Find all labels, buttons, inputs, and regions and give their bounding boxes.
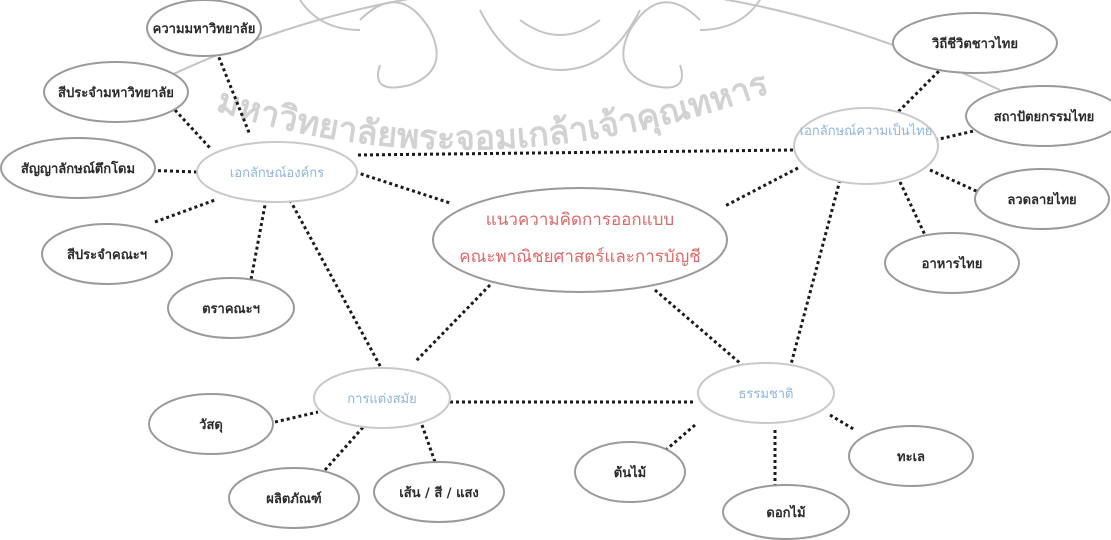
category-node-university: เอกลักษณ์องค์กร — [196, 141, 358, 203]
category-label-era: การแต่งสมัย — [347, 392, 416, 407]
svg-text:วัสดุ: วัสดุ — [199, 418, 223, 433]
svg-text:ลวดลายไทย: ลวดลายไทย — [1007, 191, 1076, 208]
svg-text:ตราคณะฯ: ตราคณะฯ — [202, 302, 260, 317]
leaf-node-material: วัสดุ — [148, 393, 274, 455]
leaf-node-product: ผลิตภัณฑ์ — [228, 467, 360, 529]
category-label-thai: เอกลักษณ์ความเป็นไทย — [800, 121, 933, 139]
center-node: แนวความคิดการออกแบบ คณะพาณิชยศาสตร์และกา… — [432, 187, 728, 293]
svg-text:เส้น / สี / แสง: เส้น / สี / แสง — [399, 485, 478, 501]
svg-text:สถาปัตยกรรมไทย: สถาปัตยกรรมไทย — [994, 108, 1095, 125]
leaf-node-flower: ดอกไม้ — [722, 484, 850, 540]
svg-text:ผลิตภัณฑ์: ผลิตภัณฑ์ — [266, 491, 321, 507]
leaf-node-faculty-logo: ตราคณะฯ — [167, 277, 295, 339]
category-label-university: เอกลักษณ์องค์กร — [230, 165, 324, 181]
connector-lines — [139, 34, 986, 490]
leaf-node-university-name: ความมหาวิทยาลัย — [146, 0, 262, 57]
leaf-node-thai-architecture: สถาปัตยกรรมไทย — [965, 85, 1111, 147]
center-title-line2: คณะพาณิชยศาสตร์และการบัญชี — [459, 247, 700, 267]
svg-text:วิถีชีวิตชาวไทย: วิถีชีวิตชาวไทย — [931, 35, 1018, 52]
category-node-era: การแต่งสมัย — [313, 367, 451, 429]
leaf-node-tree: ต้นไม้ — [574, 441, 686, 503]
category-node-thai: เอกลักษณ์ความเป็นไทย — [793, 107, 939, 185]
leaf-node-dome-symbol: สัญญาลักษณ์ตึกโดม — [0, 137, 156, 199]
svg-text:ต้นไม้: ต้นไม้ — [614, 464, 646, 481]
svg-text:ดอกไม้: ดอกไม้ — [766, 504, 805, 521]
leaf-node-thai-food: อาหารไทย — [884, 232, 1020, 294]
category-node-nature: ธรรมชาติ — [697, 362, 835, 424]
svg-text:อาหารไทย: อาหารไทย — [922, 255, 983, 272]
category-label-nature: ธรรมชาติ — [738, 387, 793, 402]
svg-text:ความมหาวิทยาลัย: ความมหาวิทยาลัย — [153, 22, 256, 37]
svg-text:สีประจำคณะฯ: สีประจำคณะฯ — [67, 247, 147, 263]
leaf-node-faculty-color: สีประจำคณะฯ — [41, 223, 173, 285]
svg-text:ทะเล: ทะเล — [897, 450, 925, 465]
watermark-seal — [139, 0, 1001, 91]
leaf-node-thai-pattern: ลวดลายไทย — [974, 168, 1110, 230]
leaf-node-university-color: สีประจำมหาวิทยาลัย — [43, 61, 189, 123]
leaf-node-thai-life: วิถีชีวิตชาวไทย — [892, 12, 1058, 74]
svg-text:สัญญาลักษณ์ตึกโดม: สัญญาลักษณ์ตึกโดม — [21, 160, 135, 177]
leaf-node-sea: ทะเล — [848, 425, 974, 487]
center-title-line1: แนวความคิดการออกแบบ — [486, 210, 674, 230]
leaf-node-line-color-light: เส้น / สี / แสง — [373, 461, 505, 523]
svg-text:สีประจำมหาวิทยาลัย: สีประจำมหาวิทยาลัย — [58, 85, 174, 101]
